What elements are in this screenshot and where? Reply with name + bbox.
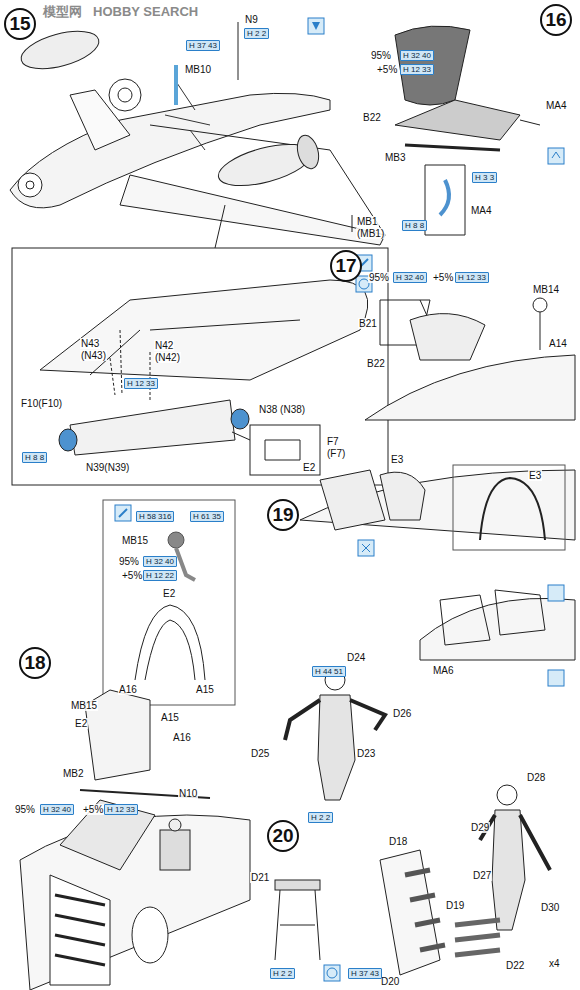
part-number: N10 [178, 788, 198, 799]
paint-code: H 12 33 [455, 272, 489, 283]
part-number: +5% [82, 804, 104, 815]
part-number: E2 [162, 588, 176, 599]
part-number: D24 [346, 652, 366, 663]
step-number: 20 [267, 820, 299, 852]
step-number: 18 [19, 647, 51, 679]
part-number: (MB1) [356, 228, 385, 239]
part-number: E2 [302, 462, 316, 473]
paint-code: H 44 51 [312, 666, 346, 677]
part-number: (F7) [326, 448, 346, 459]
step-number: 16 [540, 4, 572, 36]
part-number: A15 [160, 712, 180, 723]
part-number: +5% [121, 570, 143, 581]
part-number: N38 (N38) [258, 404, 306, 415]
part-number: D21 [250, 872, 270, 883]
paint-code: H 12 33 [400, 64, 434, 75]
paint-code: H 8 8 [22, 452, 47, 463]
part-number: x4 [548, 958, 561, 969]
paint-code: H 2 2 [308, 812, 333, 823]
paint-code: H 32 40 [400, 50, 434, 61]
paint-code: H 2 2 [244, 28, 269, 39]
paint-code: H 8 8 [402, 220, 427, 231]
step-number: 19 [267, 499, 299, 531]
part-number: D30 [540, 902, 560, 913]
part-number: +5% [432, 272, 454, 283]
part-number: D19 [445, 900, 465, 911]
part-number: MB15 [121, 535, 149, 546]
part-number: 95% [370, 50, 392, 61]
part-number: MA4 [545, 100, 568, 111]
part-number: E3 [528, 470, 542, 481]
part-number: MB10 [184, 64, 212, 75]
paint-code: H 58 316 [136, 511, 174, 522]
part-number: E2 [74, 718, 88, 729]
part-number: MB2 [62, 768, 85, 779]
part-number: 95% [368, 272, 390, 283]
part-number: N9 [244, 14, 259, 25]
step-label: 16 [545, 9, 566, 31]
paint-code: H 61 35 [190, 511, 224, 522]
part-number: N39(N39) [85, 462, 130, 473]
paint-code: H 12 33 [104, 804, 138, 815]
paint-code: H 37 43 [186, 40, 220, 51]
paint-code: H 32 40 [40, 804, 74, 815]
step-label: 19 [272, 504, 293, 526]
part-number: N43 [80, 338, 100, 349]
part-number: E3 [390, 454, 404, 465]
part-number: D29 [470, 822, 490, 833]
part-number: D27 [472, 870, 492, 881]
part-number: (N42) [154, 352, 181, 363]
paint-code: H 32 40 [393, 272, 427, 283]
part-number: A16 [118, 684, 138, 695]
paint-code: H 32 40 [143, 556, 177, 567]
step-number: 17 [330, 250, 362, 282]
step-number: 15 [4, 8, 36, 40]
part-number: MA6 [432, 665, 455, 676]
paint-code: H 12 22 [143, 570, 177, 581]
paint-code: H 12 33 [124, 378, 158, 389]
part-number: D26 [392, 708, 412, 719]
part-number: B21 [358, 318, 378, 329]
part-number: 95% [118, 556, 140, 567]
part-number: F7 [326, 436, 340, 447]
part-number: +5% [376, 64, 398, 75]
paint-code: H 3 3 [472, 172, 497, 183]
part-number: A14 [548, 338, 568, 349]
step-label: 17 [335, 255, 356, 277]
part-number: (N43) [80, 350, 107, 361]
part-number: B22 [366, 358, 386, 369]
part-number: MB14 [532, 284, 560, 295]
part-number: MB1 [356, 216, 379, 227]
part-number: D18 [388, 836, 408, 847]
part-number: D20 [380, 976, 400, 987]
part-number: F10(F10) [20, 398, 63, 409]
part-number: MB3 [384, 152, 407, 163]
part-number: D22 [505, 960, 525, 971]
part-number: N42 [154, 340, 174, 351]
part-number: B22 [362, 112, 382, 123]
part-number: MB15 [70, 700, 98, 711]
paint-code: H 2 2 [270, 968, 295, 979]
part-number: A15 [195, 684, 215, 695]
step-label: 18 [24, 652, 45, 674]
part-number: D28 [526, 772, 546, 783]
part-number: 95% [14, 804, 36, 815]
part-number: MA4 [470, 205, 493, 216]
step-label: 20 [272, 825, 293, 847]
part-number: D23 [356, 748, 376, 759]
watermark: HOBBY SEARCH [92, 6, 199, 17]
watermark: 模型网 [42, 6, 83, 17]
part-number: D25 [250, 748, 270, 759]
step-label: 15 [9, 13, 30, 35]
paint-code: H 37 43 [348, 968, 382, 979]
part-number: A16 [172, 732, 192, 743]
